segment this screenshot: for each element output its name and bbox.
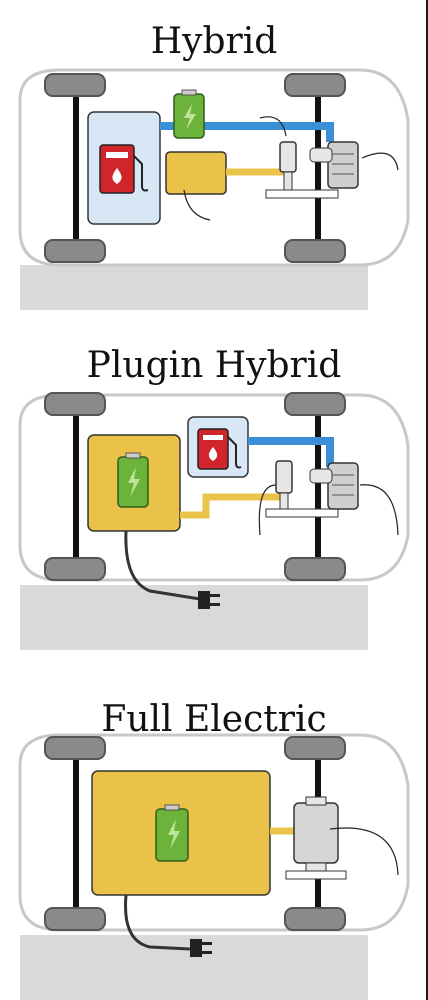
front-axle [315,88,321,248]
section-title-hybrid: Hybrid [150,21,278,62]
drive-shaft [285,870,347,880]
drive-shaft [265,189,339,199]
tire [44,392,106,416]
engine-icon [309,462,359,510]
battery-icon [117,452,149,508]
plug-icon [198,591,220,609]
fuel-line [248,437,334,467]
section-title-plugin-hybrid: Plugin Hybrid [86,345,342,386]
front-axle [315,411,321,571]
tire [284,392,346,416]
charging-cable [124,530,201,601]
arrow-icon [359,484,399,536]
electric-line [180,493,280,519]
arrow-icon [183,189,211,221]
tire [284,557,346,581]
section-title-full-electric: Full Electric [101,699,327,740]
tire [284,736,346,760]
engine-icon [309,141,359,189]
motor-icon [279,141,297,173]
arrow-icon [259,116,287,137]
tire [284,239,346,263]
tire [284,73,346,97]
arrow-icon [361,152,399,171]
charging-cable [124,894,191,951]
tire [44,73,106,97]
arrow-icon [258,484,277,536]
road [20,265,368,310]
battery-icon [173,89,205,139]
battery-icon [155,804,189,862]
tire [44,736,106,760]
tire [44,557,106,581]
plugin-hybrid-diagram [18,392,410,650]
motor-icon [293,796,339,874]
tire [284,907,346,931]
full-electric-diagram [18,733,410,1000]
plug-icon [190,939,212,957]
tire [44,907,106,931]
fuel-pump-icon [197,428,242,470]
rear-axle [73,751,79,921]
fuel-line [160,122,334,142]
motor-icon [275,460,293,494]
generator-box [165,151,227,195]
tire [44,239,106,263]
arrow-icon [329,827,399,876]
drive-shaft [265,508,339,518]
hybrid-diagram [18,68,410,310]
road [20,585,368,650]
rear-axle [73,88,79,248]
rear-axle [73,411,79,571]
fuel-pump-icon [99,144,149,194]
right-border [426,0,428,1000]
